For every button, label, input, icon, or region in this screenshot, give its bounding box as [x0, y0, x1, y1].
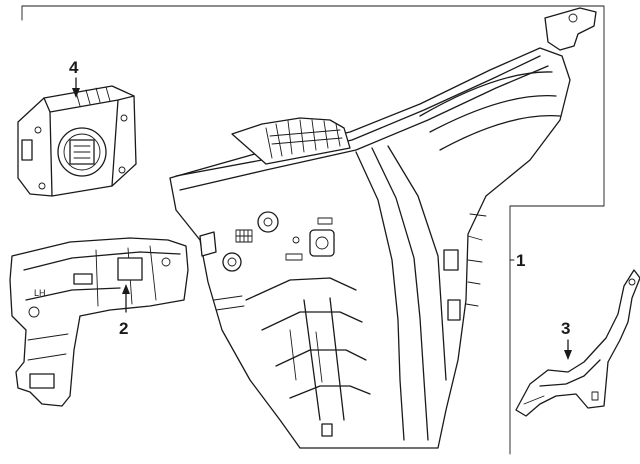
callout-1: 1: [509, 251, 525, 270]
callout-4: 4: [69, 58, 80, 98]
bracket-marking: LH: [34, 288, 46, 298]
assembly-frame: [21, 5, 605, 455]
mounting-bracket[interactable]: LH: [9, 237, 189, 407]
led-driver-module[interactable]: [17, 85, 137, 197]
callout-1-label: 1: [516, 251, 525, 270]
headlamp-assembly[interactable]: [169, 7, 597, 449]
callout-3-label: 3: [561, 319, 570, 338]
callout-4-label: 4: [69, 58, 79, 77]
support-bracket[interactable]: [515, 269, 640, 417]
callout-2-label: 2: [119, 319, 128, 338]
callout-3: 3: [561, 319, 572, 360]
callout-2: 2: [119, 284, 130, 338]
